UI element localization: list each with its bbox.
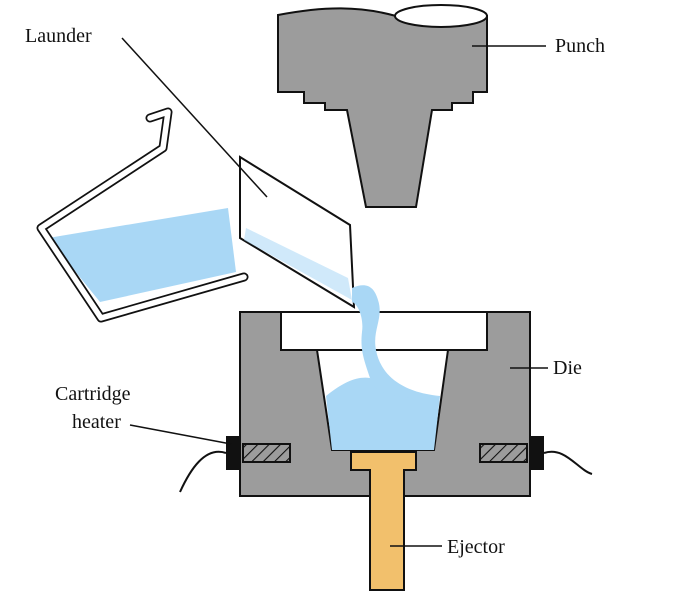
leader-lines: [121, 37, 548, 547]
punch-top-ellipse: [394, 4, 488, 28]
connector-right: [530, 436, 544, 470]
molten-stream: [352, 285, 440, 398]
launder: [239, 155, 356, 309]
labels: Launder Punch Cartridge heater Die Eject…: [25, 25, 605, 558]
cartridge-heater-label-line1: Cartridge: [55, 383, 131, 405]
cartridge-heater-label-line2: heater: [72, 411, 121, 433]
heater-slot-right: [479, 443, 528, 463]
die-recess: [280, 311, 488, 351]
punch-label: Punch: [555, 35, 605, 57]
launder-leader: [121, 37, 268, 198]
ejector: [350, 451, 417, 591]
ejector-pin: [350, 451, 417, 591]
ejector-label: Ejector: [447, 536, 505, 558]
ladle: [36, 107, 249, 323]
die: [179, 285, 593, 497]
cable-left: [179, 450, 227, 493]
molten-metal-in-ladle: [48, 208, 236, 302]
cartridge-leader: [129, 424, 232, 445]
launder-label: Launder: [25, 25, 92, 47]
punch-body: [277, 7, 488, 208]
die-label: Die: [553, 357, 582, 379]
pour-stream: [244, 228, 352, 300]
cable-right: [543, 450, 593, 475]
punch: [277, 4, 488, 208]
connector-left: [226, 436, 240, 470]
heater-slot-left: [242, 443, 291, 463]
